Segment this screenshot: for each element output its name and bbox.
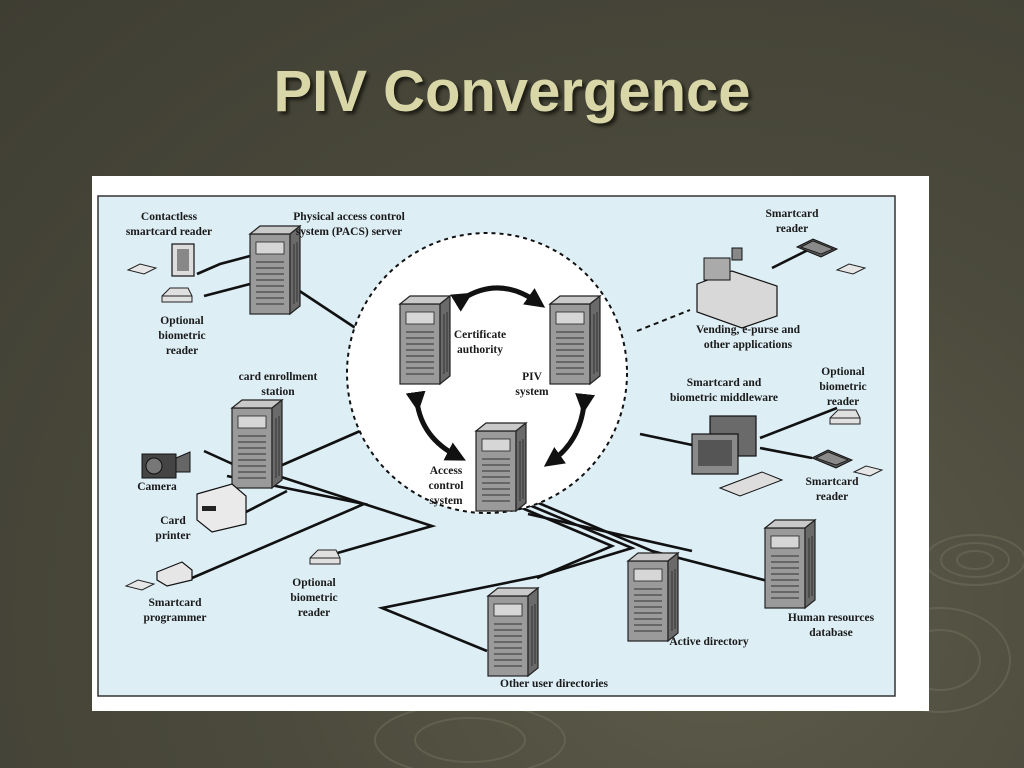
label-line: biometric [158,330,205,342]
label-vending: Vending, e-purse and other applications [696,324,801,351]
vending-link [636,309,691,332]
label-line: biometric [290,592,337,604]
label-line: smartcard reader [126,226,212,238]
label-line: Optional [292,577,335,589]
label-line: authority [457,344,503,356]
access-control-server-icon [475,422,527,512]
label-line: printer [155,530,190,542]
label-line: biometric middleware [670,392,778,404]
label-other-user-directories: Other user directories [500,678,608,690]
label-active-directory: Active directory [669,636,749,648]
label-line: Active directory [669,636,749,648]
certificate-authority-server-icon [399,295,451,385]
connection-lines [191,246,838,653]
label-line: reader [827,396,859,408]
label-line: system [515,386,549,398]
card-printer-icon [196,483,247,533]
label-line: Access [430,465,463,477]
label-line: Optional [160,315,203,327]
label-line: Human resources [788,612,875,624]
label-pacs-server: Physical access control system (PACS) ser… [293,211,405,238]
label-certificate-authority: Certificate authority [454,329,506,356]
label-line: PIV [522,371,543,383]
label-card-enrollment: card enrollment station [239,371,318,398]
label-line: programmer [143,612,206,624]
label-card-printer: Card printer [155,515,190,542]
label-line: card enrollment [239,371,318,383]
label-line: Vending, e-purse and [696,324,801,336]
label-optional-bio-bottom: Optional biometric reader [290,577,337,619]
piv-convergence-diagram: Contactless smartcard reader Physical acc… [97,195,896,697]
label-line: Optional [821,366,864,378]
label-line: control [429,480,464,492]
label-line: Card [160,515,186,527]
vending-machine-icon [696,247,778,329]
label-smartcard-reader-right: Smartcard reader [805,476,859,503]
piv-system-server-icon [549,295,601,385]
label-line: station [261,386,295,398]
hr-database-server-icon [764,519,816,609]
label-optional-bio-right: Optional biometric reader [819,366,866,408]
diagram-frame: Contactless smartcard reader Physical acc… [92,176,929,711]
label-smartcard-programmer: Smartcard programmer [143,597,206,624]
label-line: Camera [137,481,177,493]
label-contactless-reader: Contactless smartcard reader [126,211,212,238]
label-line: reader [166,345,198,357]
pacs-server-icon [249,225,301,315]
workstation-icon [691,415,784,497]
label-line: Certificate [454,329,506,341]
label-line: Smartcard [765,208,819,220]
label-optional-bio-left: Optional biometric reader [158,315,205,357]
active-directory-server-icon [627,552,679,642]
label-line: reader [298,607,330,619]
label-piv-system: PIV system [515,371,549,398]
label-line: Other user directories [500,678,608,690]
label-line: other applications [704,339,793,351]
label-line: Smartcard and [687,377,762,389]
slide-title: PIV Convergence [273,59,751,124]
label-line: reader [776,223,808,235]
contactless-reader-icon [171,243,195,277]
smartcard-programmer-icon [156,561,193,587]
other-directories-server-icon [487,587,539,677]
cycle-arrows [405,285,596,467]
label-line: database [809,627,852,639]
label-smartcard-reader-top: Smartcard reader [765,208,819,235]
label-line: Smartcard [805,476,859,488]
label-line: reader [816,491,848,503]
label-camera: Camera [137,481,177,493]
label-line: system (PACS) server [296,226,402,238]
label-access-control: Access control system [429,465,464,507]
label-line: biometric [819,381,866,393]
label-line: system [429,495,463,507]
label-line: Contactless [141,211,198,223]
camera-icon [141,451,191,479]
label-line: Smartcard [148,597,202,609]
enrollment-station-server-icon [231,399,283,489]
label-human-resources: Human resources database [788,612,875,639]
label-line: Physical access control [293,211,405,223]
label-middleware: Smartcard and biometric middleware [670,377,778,404]
